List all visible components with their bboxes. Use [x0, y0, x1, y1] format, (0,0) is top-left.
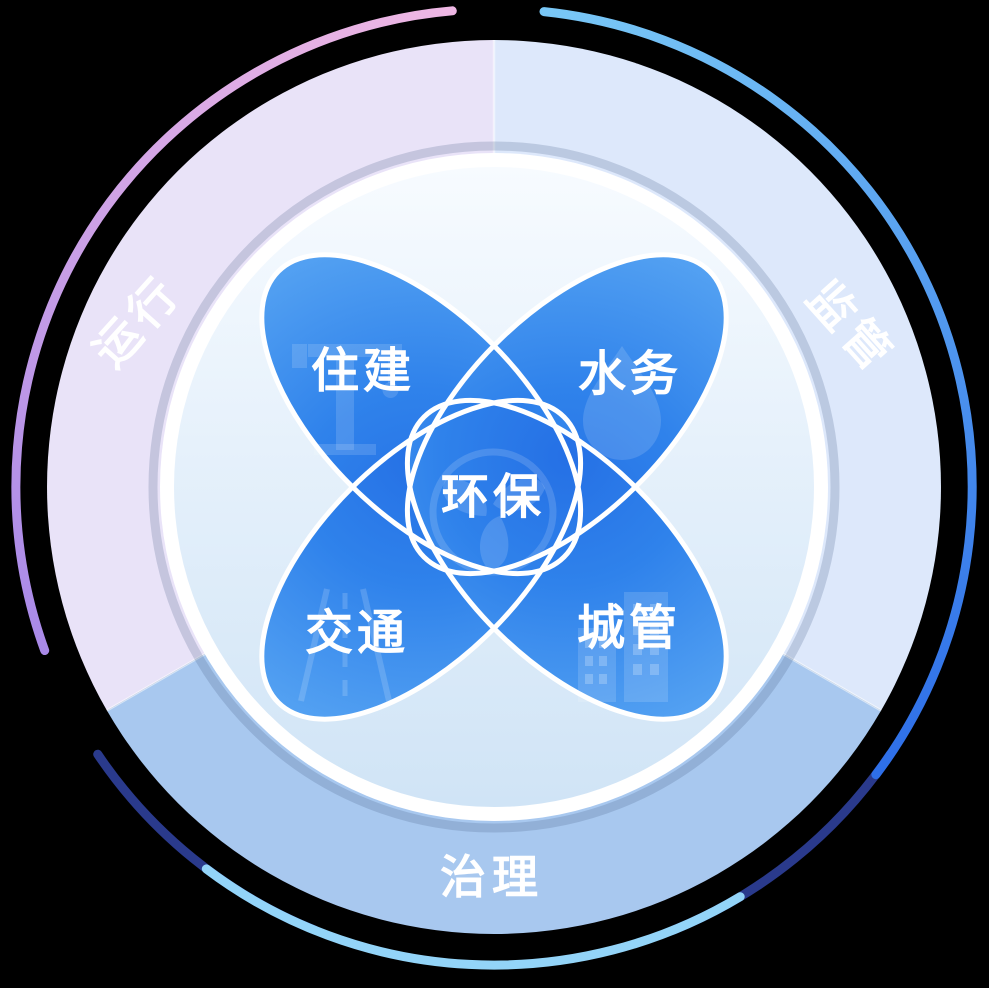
crane-icon	[292, 344, 402, 455]
petal-outlines	[259, 252, 729, 722]
petal-label-shuiwu: 水务	[578, 348, 682, 401]
road-icon	[298, 588, 392, 702]
outer-arc-blue	[539, 7, 977, 780]
leaf-circle-icon	[429, 448, 557, 576]
petal-label-zhujian: 住建	[311, 345, 415, 398]
outer-arc-purple	[11, 6, 457, 655]
center-label-huanbao: 环保	[441, 471, 545, 524]
sector-label-zhili: 治理	[440, 851, 544, 903]
petal-label-chengguan: 城管	[577, 602, 681, 655]
petal-label-jiaotong: 交通	[305, 607, 409, 660]
water-drop-icon	[583, 346, 661, 460]
buildings-icon	[578, 592, 668, 702]
petal-chengguan-shape	[407, 400, 727, 720]
inner-ring-shadow	[148, 141, 840, 833]
outer-arc-lightblue	[201, 864, 745, 970]
